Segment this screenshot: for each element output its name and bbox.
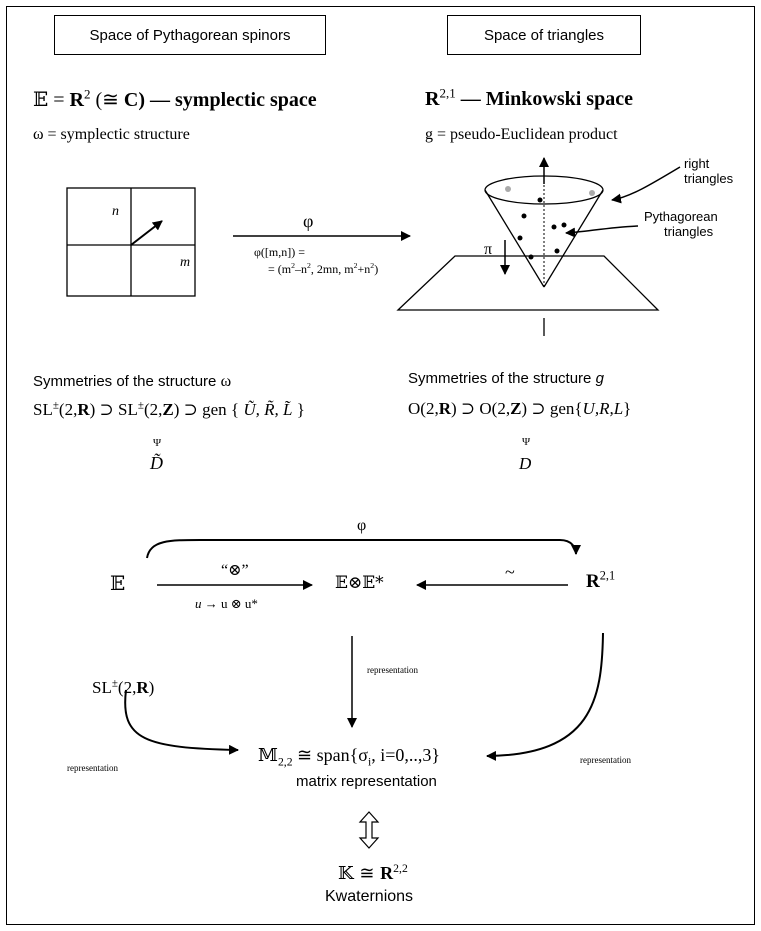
pythagorean-triangles-arrow (565, 225, 639, 238)
tilde-map-label: ~ (505, 562, 515, 582)
sl2r-node: SL±(2,R) (92, 677, 155, 697)
right-psi-symbol: Ψ (522, 436, 531, 448)
matrix-representation-label: matrix representation (296, 773, 437, 790)
phi-formula-line2: = (m2–n2, 2mn, m2+n2) (268, 261, 379, 276)
minkowski-symmetry-chain: O(2,R) ⊃ O(2,Z) ⊃ gen{U,R,L} (408, 399, 632, 418)
phi-curved-arrow (146, 539, 581, 559)
diagram-frame (6, 6, 755, 925)
tensor-map-label: “⊗” (221, 562, 249, 579)
symmetries-g-title: Symmetries of the structure g (408, 370, 604, 387)
m-axis-label: m (180, 255, 191, 270)
g-definition: g = pseudo-Euclidean product (425, 126, 618, 143)
kwaternions-label: Kwaternions (325, 888, 414, 905)
phi-formula-line1: φ([m,n]) = (254, 245, 306, 259)
n-axis-label: n (112, 204, 119, 219)
left-psi-symbol: Ψ (153, 437, 162, 449)
triangles-title: Space of triangles (483, 26, 605, 44)
kwaternions-node: 𝕂 ≅ R2,2 (338, 862, 408, 884)
right-representation-arrow (486, 632, 604, 761)
right-triangles-label-1: right (684, 156, 710, 171)
pythagorean-spinors-title: Space of Pythagorean spinors (89, 26, 291, 44)
left-representation-arrow (124, 689, 239, 755)
symplectic-space-heading: 𝔼 = R2 (≅ C) — symplectic space (33, 86, 317, 111)
tensor-map-formula: u → u ⊗ u* (195, 596, 258, 611)
right-triangles-arrow (611, 166, 681, 204)
symmetries-omega-title: Symmetries of the structure ω (33, 373, 232, 390)
e-node: 𝔼 (110, 571, 126, 595)
e-tensor-e-dual-node: 𝔼⊗𝔼* (335, 573, 384, 593)
grid-square (66, 187, 196, 297)
minkowski-space-heading: R2,1 — Minkowski space (425, 85, 633, 110)
r21-node: R2,1 (586, 568, 616, 592)
phi-bottom-label: φ (357, 517, 367, 534)
light-cone (484, 157, 604, 288)
pythagorean-triangles-label-1: Pythagorean (644, 209, 718, 224)
right-representation-label: representation (580, 755, 631, 765)
left-representation-label: representation (67, 763, 118, 773)
equivalence-double-arrow (358, 811, 380, 849)
matrix-space-node: 𝕄2,2 ≅ span{σi, i=0,..,3} (258, 745, 441, 769)
pythagorean-spinors-box: Space of Pythagorean spinors (54, 15, 326, 55)
spinor-vector (130, 220, 163, 246)
pythagorean-triangles-label-2: triangles (664, 224, 714, 239)
symplectic-symmetry-chain: SL±(2,R) ⊃ SL±(2,Z) ⊃ gen { Ũ, R̃, L̃ } (33, 399, 305, 419)
omega-definition: ω = symplectic structure (33, 126, 190, 143)
center-representation-label: representation (367, 665, 418, 675)
right-triangles-label-2: triangles (684, 171, 734, 186)
triangles-box: Space of triangles (447, 15, 641, 55)
pi-label: π (484, 241, 493, 258)
d-label: D (519, 454, 532, 473)
d-tilde-label: D̃ (150, 453, 163, 473)
plane (396, 255, 660, 311)
phi-top-label: φ (303, 211, 314, 231)
